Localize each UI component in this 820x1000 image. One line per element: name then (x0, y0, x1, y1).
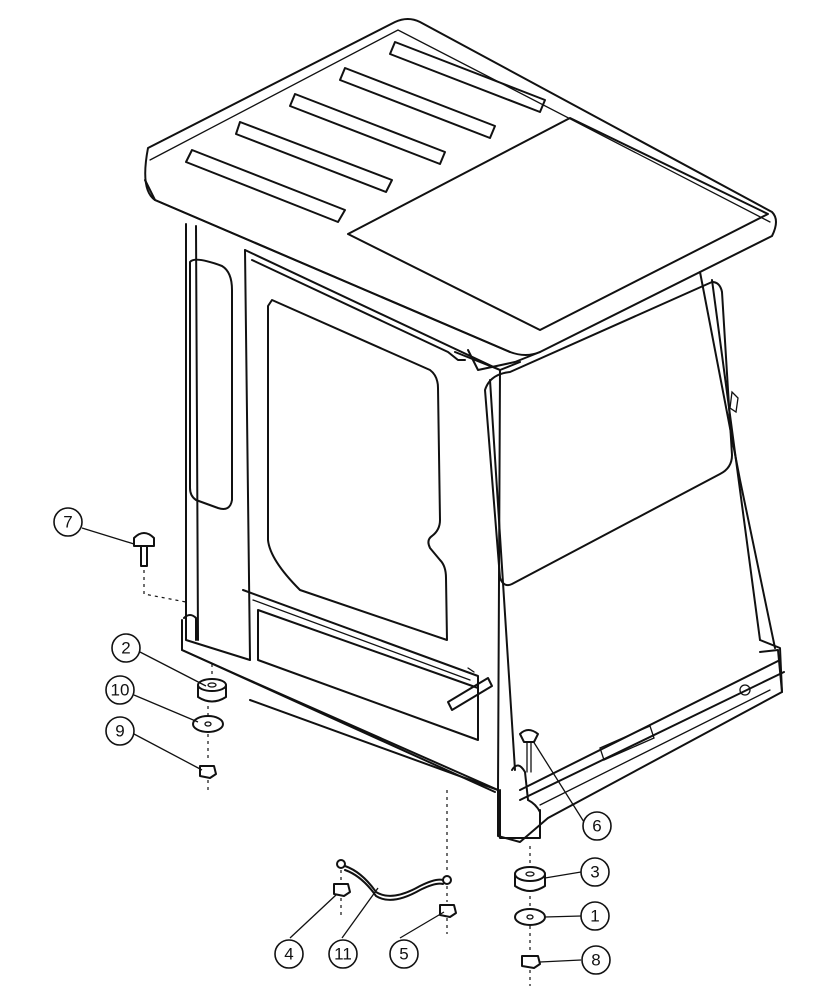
front-window (484, 281, 733, 587)
roof-vents (185, 41, 546, 223)
nut-4 (333, 870, 351, 916)
door-handle (447, 677, 493, 711)
callout-3: 3 (580, 857, 610, 887)
nut-5 (439, 790, 457, 934)
door-lower-panel (242, 589, 479, 741)
washer-1 (514, 896, 546, 926)
bolt-7 (133, 532, 187, 603)
callout-1-label: 1 (590, 907, 599, 926)
callout-9: 9 (105, 716, 135, 746)
callout-9-label: 9 (115, 722, 124, 741)
ground-strap-11 (336, 859, 452, 901)
callout-6-label: 6 (592, 817, 601, 836)
callout-7-label: 7 (63, 513, 72, 532)
washer-10 (192, 706, 224, 733)
callout-8: 8 (581, 945, 611, 975)
callout-7: 7 (53, 507, 83, 537)
nut-8 (521, 926, 541, 986)
callout-4: 4 (274, 939, 304, 969)
callout-8-label: 8 (591, 951, 600, 970)
bolt-6 (519, 729, 539, 773)
hardware-parts (133, 532, 546, 986)
side-window (189, 258, 233, 510)
cab-roof (144, 18, 777, 356)
callout-3-label: 3 (590, 863, 599, 882)
callout-4-label: 4 (284, 945, 293, 964)
callout-1: 1 (580, 901, 610, 931)
leader-lines (81, 527, 585, 963)
mount-2 (197, 664, 227, 703)
callout-11: 11 (328, 939, 358, 969)
callout-5-label: 5 (399, 945, 408, 964)
cab-front (454, 271, 776, 771)
callout-10-label: 10 (111, 681, 130, 700)
callout-10: 10 (105, 675, 135, 705)
cab-left-side (185, 223, 251, 661)
callout-5: 5 (389, 939, 419, 969)
cab-door (242, 249, 501, 791)
door-window (267, 299, 448, 641)
cab-base (181, 614, 785, 843)
roof-panel (347, 117, 769, 331)
nut-9 (199, 734, 217, 794)
mount-3 (514, 846, 546, 892)
callout-2: 2 (111, 633, 141, 663)
callout-6: 6 (582, 811, 612, 841)
callout-11-label: 11 (334, 945, 352, 964)
callout-2-label: 2 (121, 639, 130, 658)
